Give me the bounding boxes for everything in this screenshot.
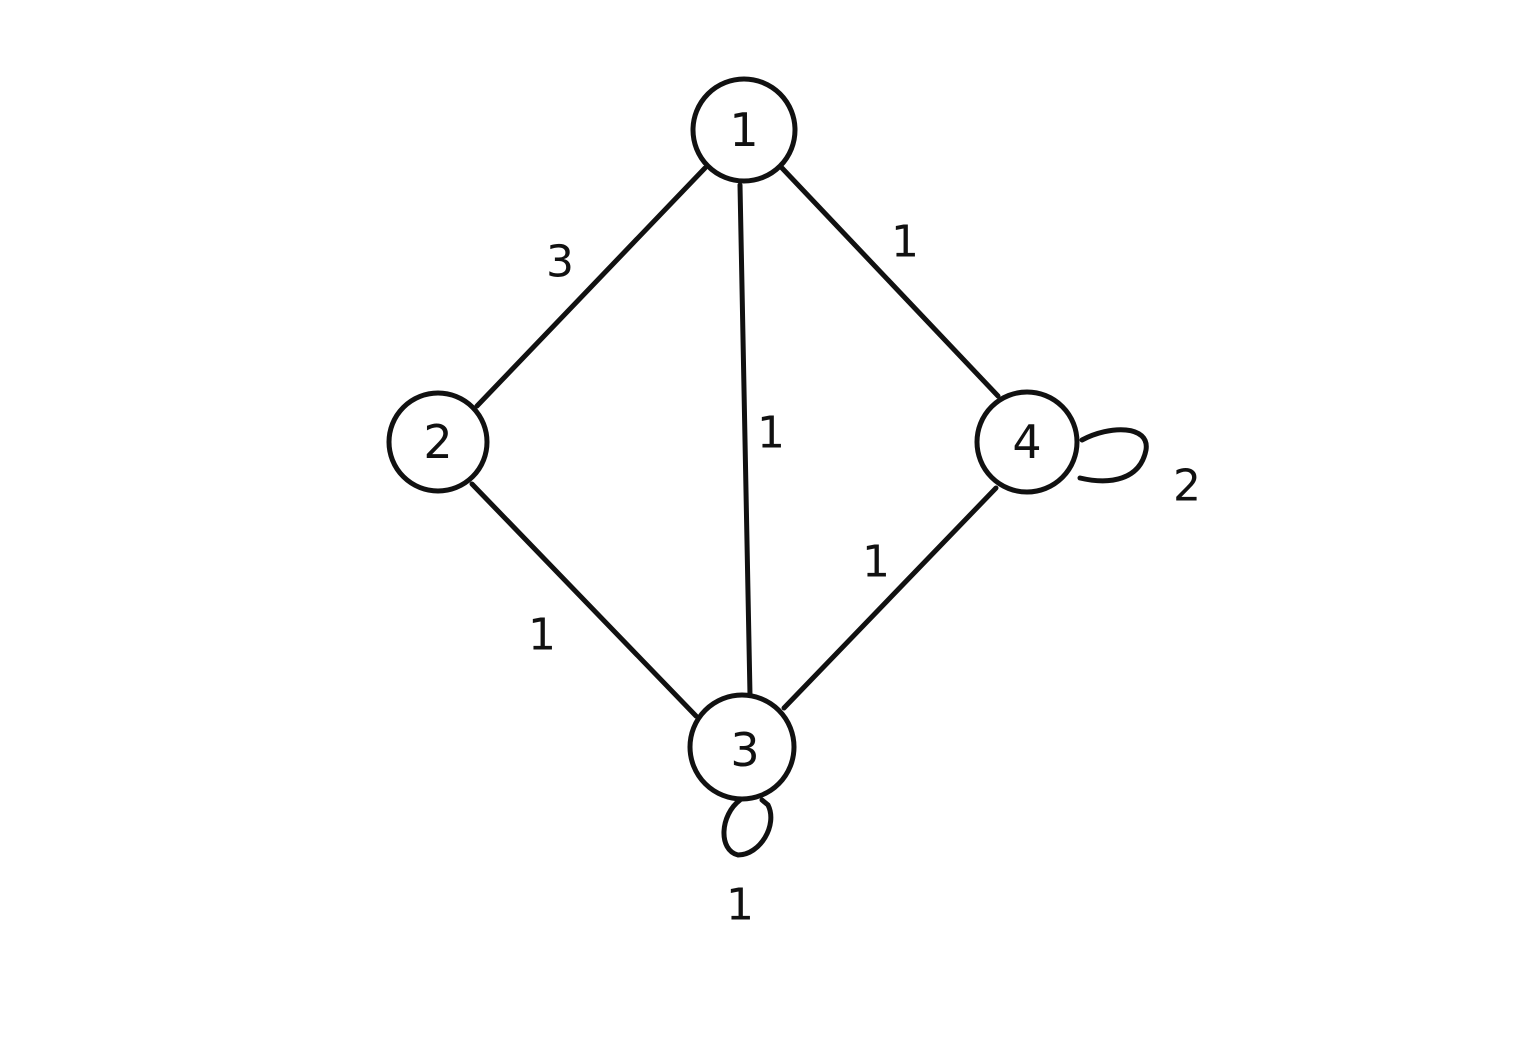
weight-1-3: 1 bbox=[757, 408, 785, 459]
node-3 bbox=[687, 692, 797, 802]
weight-4-3: 1 bbox=[862, 537, 890, 588]
node-1 bbox=[690, 76, 798, 184]
weight-2-3: 1 bbox=[528, 610, 556, 661]
node-4 bbox=[974, 389, 1080, 495]
node-label-1: 1 bbox=[729, 103, 758, 157]
node-label-2: 2 bbox=[423, 415, 452, 469]
weight-1-4: 1 bbox=[891, 217, 919, 268]
edge-1-3 bbox=[737, 182, 753, 698]
node-label-3: 3 bbox=[730, 723, 759, 777]
edge-1-4 bbox=[779, 165, 1001, 399]
self-loop-4 bbox=[1077, 427, 1149, 484]
weight-1-2: 3 bbox=[546, 237, 574, 288]
weight-loop-4: 2 bbox=[1173, 461, 1201, 512]
weight-loop-3: 1 bbox=[726, 880, 754, 931]
node-2 bbox=[386, 390, 490, 494]
self-loop-3 bbox=[721, 797, 774, 858]
edge-2-3 bbox=[469, 481, 699, 719]
node-label-4: 4 bbox=[1012, 415, 1041, 469]
edge-1-2 bbox=[474, 165, 708, 409]
edge-4-3 bbox=[781, 485, 999, 711]
